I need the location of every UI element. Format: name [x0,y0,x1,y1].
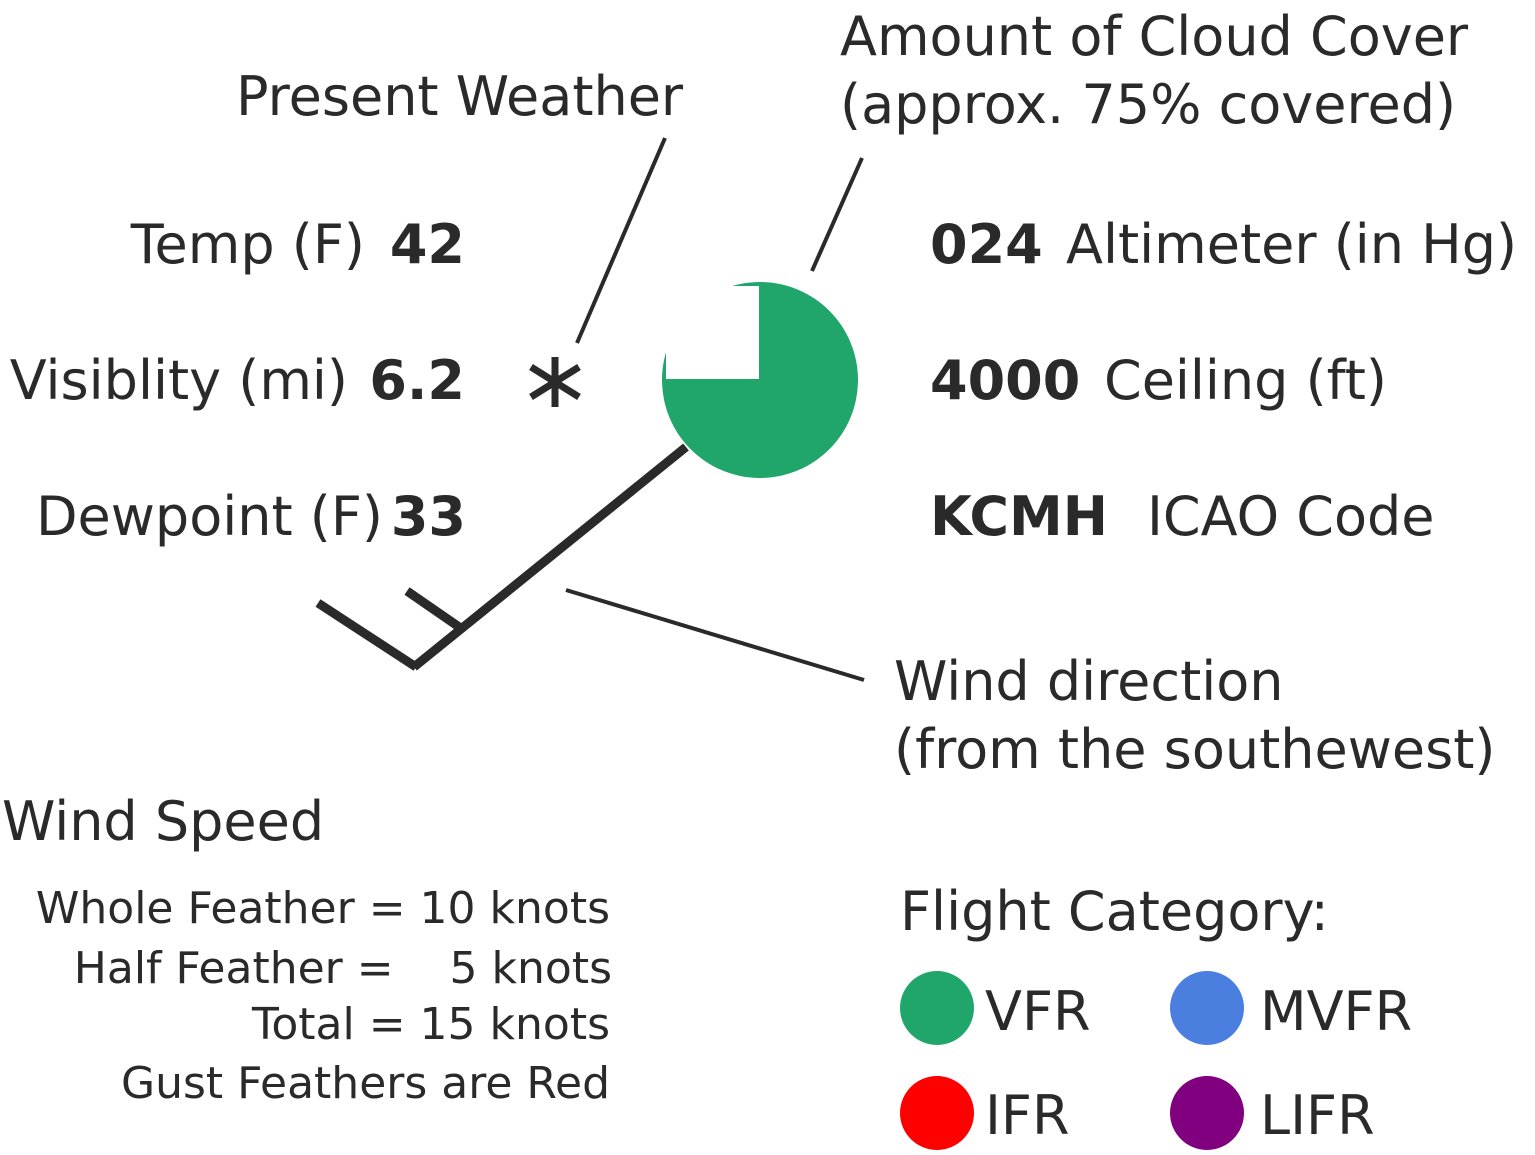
wind-speed-title: Wind Speed [2,790,324,853]
lifr-color-swatch [1170,1076,1244,1150]
wind-barb-icon [315,443,689,671]
flight-category-title: Flight Category: [900,880,1329,943]
clear-sky-quadrant [666,286,759,379]
cloud-cover-label-line2: (approx. 75% covered) [840,73,1456,136]
wind-direction-pointer [565,588,865,682]
flight-category-lifr: LIFR [1170,1076,1375,1150]
ifr-label: IFR [985,1084,1070,1147]
present-weather-pointer [575,137,667,344]
station-circle [662,282,858,478]
snow-weather-icon [529,357,581,407]
gust-feathers-line: Gust Feathers are Red [121,1058,610,1109]
half-feather-line: Half Feather = 5 knots [74,943,612,994]
vfr-label: VFR [985,980,1091,1043]
mvfr-label: MVFR [1260,980,1412,1043]
lifr-label: LIFR [1260,1084,1375,1147]
dewpoint-value: 33 [391,485,466,548]
present-weather-label: Present Weather [236,65,684,128]
vfr-color-swatch [900,971,974,1045]
altimeter-value: 024 [930,213,1043,276]
flight-category-mvfr: MVFR [1170,971,1412,1045]
icao-label: ICAO Code [1147,485,1435,548]
whole-feather-line: Whole Feather = 10 knots [36,883,610,934]
ceiling-label: Ceiling (ft) [1104,349,1387,412]
ifr-color-swatch [900,1076,974,1150]
mvfr-color-swatch [1170,971,1244,1045]
ceiling-value: 4000 [930,349,1080,412]
temp-label: Temp (F) [130,213,365,276]
cloud-cover-label-line1: Amount of Cloud Cover [840,5,1469,68]
dewpoint-label: Dewpoint (F) [36,485,383,548]
visibility-value: 6.2 [369,349,465,412]
flight-category-vfr: VFR [900,971,1091,1045]
total-speed-line: Total = 15 knots [251,999,610,1050]
icao-value: KCMH [930,485,1108,548]
altimeter-label: Altimeter (in Hg) [1066,213,1517,276]
temp-value: 42 [390,213,465,276]
flight-category-ifr: IFR [900,1076,1070,1150]
cloud-cover-pointer [810,157,864,272]
wind-direction-label-line2: (from the southewest) [894,718,1495,781]
wind-direction-label-line1: Wind direction [894,650,1284,713]
visibility-label: Visiblity (mi) [10,349,348,412]
